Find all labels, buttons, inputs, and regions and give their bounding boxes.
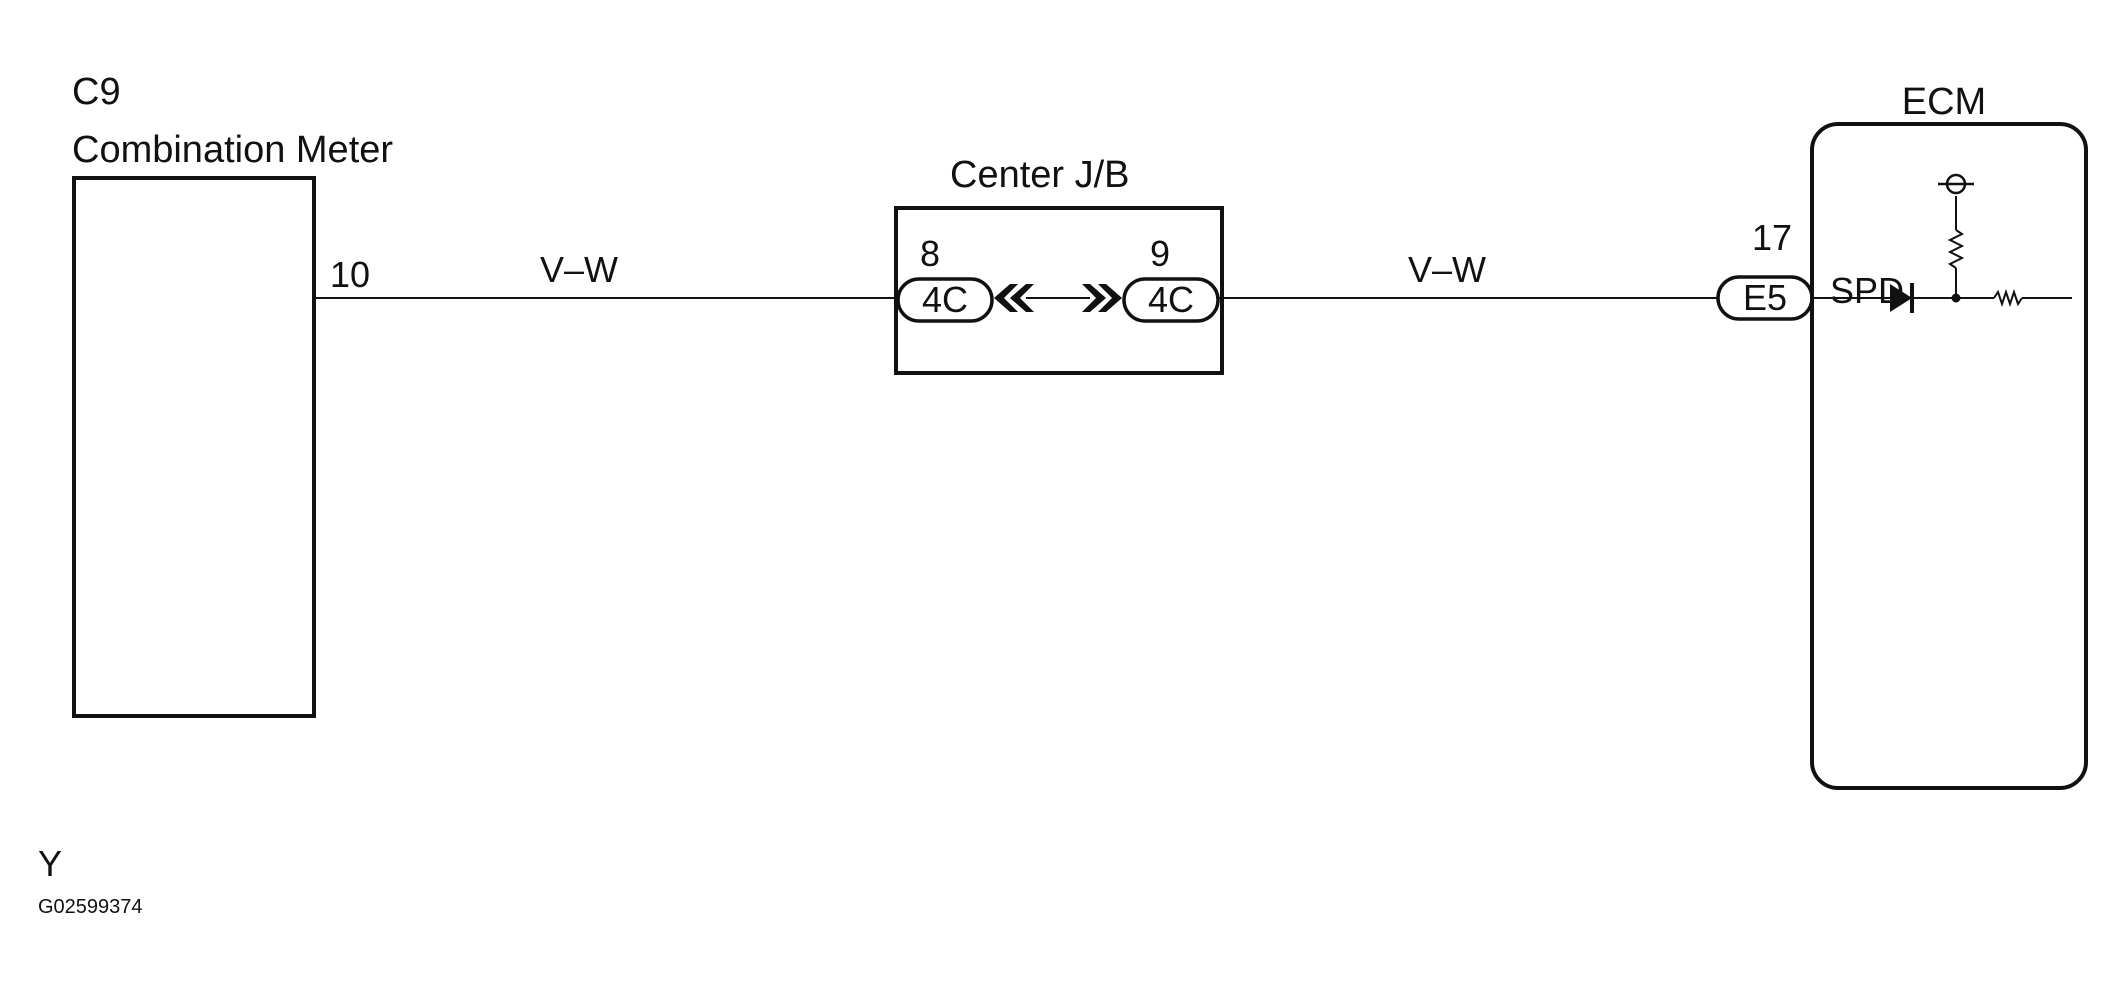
jb-name: Center J/B bbox=[950, 154, 1130, 196]
combination-meter-box bbox=[72, 176, 316, 718]
jb-right-pin-number: 9 bbox=[1150, 233, 1170, 274]
series-resistor-icon bbox=[1993, 288, 2023, 308]
ecm-connector-label: E5 bbox=[1743, 277, 1787, 318]
wire-color-left: V–W bbox=[540, 249, 618, 290]
jb-right-chevron-icon bbox=[1082, 284, 1122, 312]
ecm-box bbox=[1810, 122, 2088, 790]
power-supply-icon bbox=[1938, 173, 1974, 195]
meter-pin-number: 10 bbox=[330, 254, 370, 295]
center-jb-box bbox=[894, 206, 1224, 375]
ecm-pin-number: 17 bbox=[1752, 217, 1792, 258]
jb-left-chevron-icon bbox=[994, 284, 1034, 312]
jb-left-pin-number: 8 bbox=[920, 233, 940, 274]
meter-name: Combination Meter bbox=[72, 129, 393, 171]
jb-left-connector-label: 4C bbox=[922, 279, 968, 320]
wire-color-code: Y bbox=[38, 843, 62, 884]
jb-left-connector bbox=[896, 277, 994, 323]
jb-right-connector-label: 4C bbox=[1148, 279, 1194, 320]
jb-right-connector bbox=[1122, 277, 1220, 323]
ecm-name: ECM bbox=[1902, 81, 1986, 123]
meter-code: C9 bbox=[72, 71, 121, 113]
figure-id: G02599374 bbox=[38, 896, 143, 918]
wire-color-right: V–W bbox=[1408, 249, 1486, 290]
pullup-resistor-icon bbox=[1947, 229, 1965, 269]
